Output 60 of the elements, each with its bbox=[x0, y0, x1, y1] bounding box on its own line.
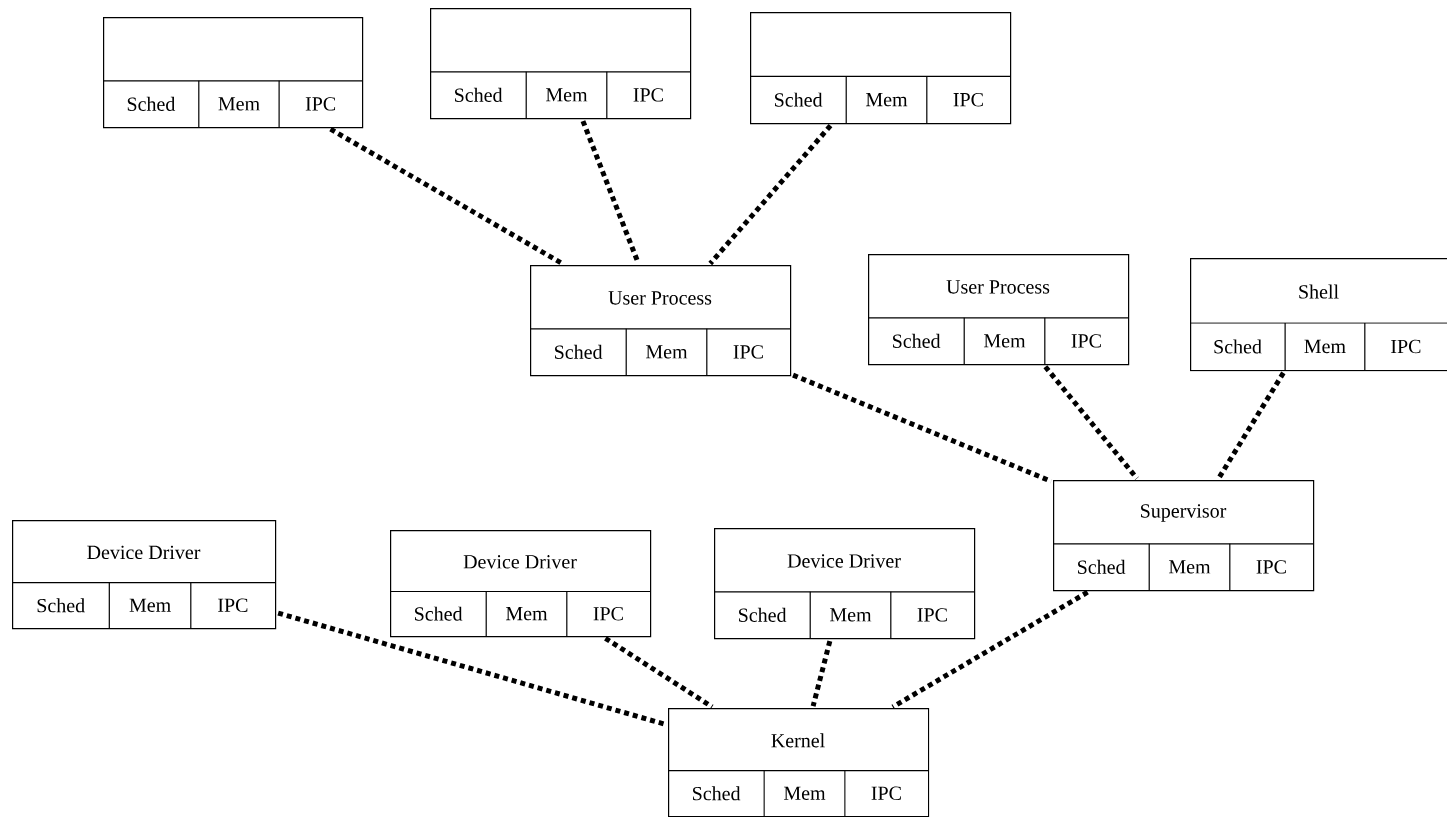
component-box bbox=[102, 17, 364, 129]
cell-label: Sched bbox=[693, 786, 741, 801]
cell-label: Mem bbox=[784, 786, 826, 800]
cell-label: Sched bbox=[455, 87, 503, 102]
cell-label: Mem bbox=[830, 608, 872, 622]
heading-label: Device Driver bbox=[787, 554, 901, 568]
connector-line bbox=[604, 636, 714, 710]
heading-label: User Process bbox=[608, 291, 712, 305]
cell-label: IPC bbox=[1256, 560, 1286, 574]
cell-label: IPC bbox=[593, 607, 623, 621]
heading-label: Kernel bbox=[771, 733, 825, 748]
component-box bbox=[529, 265, 792, 377]
cell-label: Sched bbox=[37, 598, 85, 613]
cell-label: IPC bbox=[1071, 334, 1101, 348]
connector-line bbox=[329, 127, 565, 267]
connector-line bbox=[708, 124, 833, 266]
cell-label: IPC bbox=[218, 598, 248, 612]
heading-label: Shell bbox=[1299, 284, 1339, 299]
component-box bbox=[11, 520, 277, 630]
cell-label: Sched bbox=[893, 333, 941, 348]
cell-label: Mem bbox=[546, 88, 588, 102]
cell-label: IPC bbox=[1391, 339, 1421, 354]
component-box bbox=[749, 12, 1012, 125]
component-box bbox=[389, 530, 652, 638]
heading-label: User Process bbox=[946, 280, 1050, 294]
cell-label: IPC bbox=[733, 345, 763, 359]
connector-line bbox=[810, 640, 833, 707]
cell-label: Mem bbox=[984, 334, 1026, 348]
component-box bbox=[667, 708, 930, 817]
connector-line bbox=[891, 590, 1089, 710]
cell-label: Sched bbox=[775, 92, 823, 107]
component-box bbox=[429, 8, 692, 120]
connector-line bbox=[1216, 371, 1286, 480]
cell-label: Sched bbox=[1214, 339, 1262, 354]
cell-label: Mem bbox=[1304, 339, 1346, 354]
cell-label: Sched bbox=[1078, 559, 1126, 574]
cell-label: Sched bbox=[555, 344, 603, 359]
heading-label: Device Driver bbox=[87, 545, 201, 560]
component-box bbox=[1189, 258, 1447, 372]
connector-line bbox=[277, 610, 667, 727]
component-box bbox=[713, 528, 976, 640]
connector-line bbox=[1043, 365, 1139, 481]
cell-label: Mem bbox=[506, 607, 548, 621]
cell-label: IPC bbox=[953, 93, 983, 107]
heading-label: Supervisor bbox=[1141, 504, 1227, 522]
cell-label: Mem bbox=[1169, 560, 1211, 574]
cell-label: Sched bbox=[415, 606, 463, 621]
cell-label: Mem bbox=[866, 93, 908, 107]
component-box bbox=[1052, 480, 1315, 592]
cell-label: IPC bbox=[305, 97, 336, 111]
cell-label: IPC bbox=[917, 608, 947, 622]
cell-label: Mem bbox=[646, 345, 688, 359]
component-box bbox=[867, 254, 1130, 366]
cell-label: IPC bbox=[633, 88, 663, 102]
cell-label: Sched bbox=[739, 607, 787, 622]
cell-label: Sched bbox=[127, 96, 176, 111]
cell-label: Mem bbox=[218, 97, 260, 111]
cell-label: IPC bbox=[871, 786, 901, 800]
heading-label: Device Driver bbox=[463, 555, 577, 569]
cell-label: Mem bbox=[129, 598, 171, 612]
